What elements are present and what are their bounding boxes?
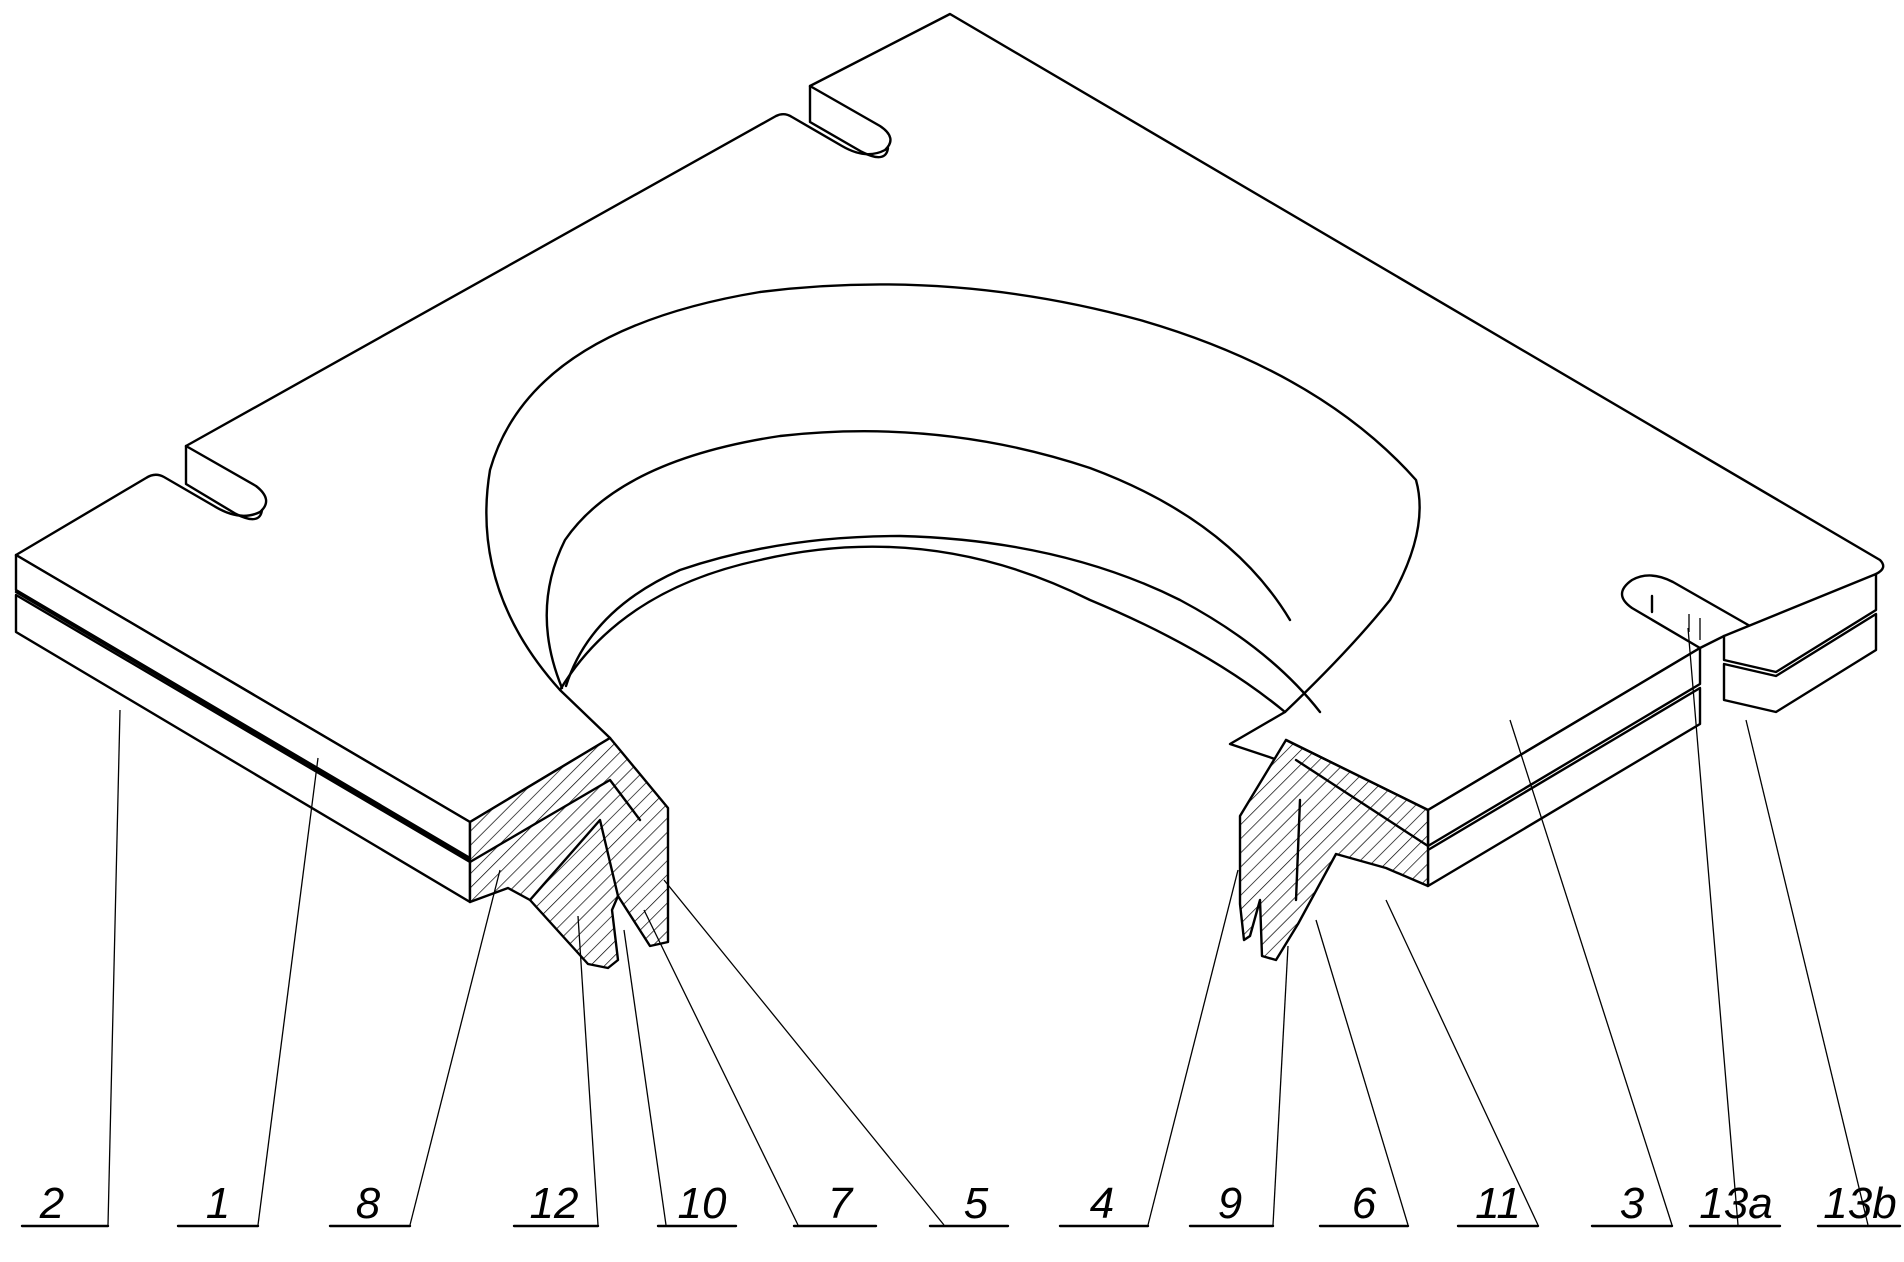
label-13a: 13a xyxy=(1699,1179,1772,1228)
label-11: 11 xyxy=(1475,1179,1521,1228)
label-2: 2 xyxy=(39,1179,64,1228)
label-13b: 13b xyxy=(1823,1179,1896,1228)
label-9: 9 xyxy=(1218,1179,1242,1228)
right-end-block xyxy=(1698,572,1878,714)
label-5: 5 xyxy=(964,1179,989,1228)
right-section xyxy=(1238,738,1430,962)
slot-top-left xyxy=(184,444,264,521)
leader-lines xyxy=(107,627,1869,1226)
label-7: 7 xyxy=(828,1179,854,1228)
label-1: 1 xyxy=(206,1179,230,1228)
slot-right xyxy=(1650,594,1701,640)
label-12: 12 xyxy=(530,1179,579,1228)
plate-top-face xyxy=(14,12,1885,824)
reference-numerals: 2 1 8 12 10 7 5 4 9 6 11 3 13a 13b xyxy=(39,1179,1897,1228)
label-10: 10 xyxy=(678,1179,727,1228)
conical-bore xyxy=(485,283,1421,714)
slot-top-middle xyxy=(808,84,890,159)
left-section xyxy=(468,736,670,970)
label-6: 6 xyxy=(1352,1179,1377,1228)
label-3: 3 xyxy=(1620,1179,1645,1228)
label-8: 8 xyxy=(356,1179,381,1228)
label-4: 4 xyxy=(1090,1179,1114,1228)
left-layer-joint xyxy=(14,590,472,862)
